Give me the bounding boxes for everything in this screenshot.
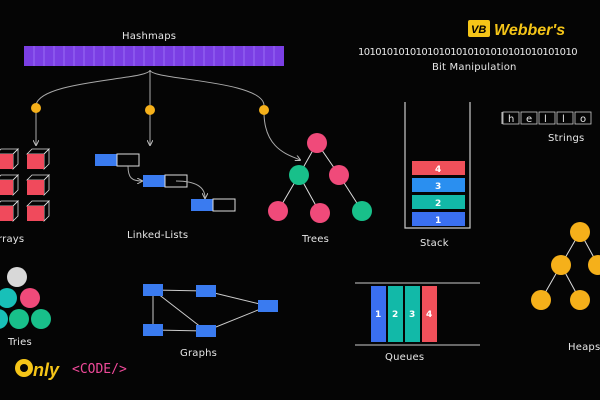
array-cell [26,174,50,196]
tree-node [289,165,309,185]
trees-label: Trees [301,234,329,245]
trie-node [20,288,40,308]
string-char-cell [520,111,538,125]
graph-vertex [258,300,278,312]
queue-item [405,286,420,342]
brand-bottom-prefix: nly [33,360,60,380]
linked-list [95,153,236,212]
ll-node-2-pointer [164,174,188,188]
hashmaps-label: Hashmaps [122,31,176,42]
string-char-cell [502,111,520,125]
trie-node [0,309,8,329]
stack-item [412,195,465,209]
arrays-label: rrays [0,234,24,245]
stack-label: Stack [420,238,449,249]
tree-node [352,201,372,221]
ll-node-3 [191,199,213,211]
heap-node [570,222,590,242]
strings-label: Strings [548,133,584,144]
tree-node [329,165,349,185]
hashmap-bucket-dot [145,105,155,115]
onlycode-logo: nly <CODE/> [15,359,127,380]
trie-node [9,309,29,329]
stack-container [404,102,471,229]
stack-item [412,178,465,192]
queue-item [388,286,403,342]
graph-vertex [196,285,216,297]
string-char: l [544,114,547,125]
graph-vertex [143,284,163,296]
tree-node [310,203,330,223]
graph-vertex [196,325,216,337]
queues-label: Queues [385,352,424,363]
string-char-cell [538,111,556,125]
stack-item [412,161,465,175]
string-char-cell [574,111,592,125]
tree-node [268,201,288,221]
webbers-logo: VB Webber's [468,20,565,39]
hashmap-bucket-dot [259,105,269,115]
ll-node-3-pointer [212,198,236,212]
trie [0,267,51,329]
trie-node [31,309,51,329]
tree [268,133,372,223]
array-cell [0,200,19,222]
string-char: e [526,114,532,125]
bit-manipulation-label: Bit Manipulation [432,62,517,73]
string-char: l [562,114,565,125]
hashmap-bar [24,46,284,66]
logo-initials: VB [471,24,486,36]
ll-node-1 [95,154,117,166]
stack-item-label: 3 [435,182,441,192]
brand-name: Webber's [494,22,565,39]
heap-node [551,255,571,275]
tries-label: Tries [7,337,32,348]
stack-item-label: 4 [435,165,441,175]
array-cell [26,200,50,222]
linked-lists-label: Linked-Lists [127,230,188,241]
queue-item-label: 1 [375,310,381,320]
stack-item [412,212,465,226]
heap-node [570,290,590,310]
array-cell [26,148,50,170]
array-cell [0,174,19,196]
graph-vertex [143,324,163,336]
ll-node-1-pointer [116,153,140,167]
hashmap-bucket-dot [31,103,41,113]
graphs-label: Graphs [180,348,217,359]
stack-item-label: 2 [435,199,441,209]
trie-node [7,267,27,287]
bit-string: 10101010101010101010101010101010101010 [358,47,577,58]
hashmap-connectors [36,69,300,160]
heap-node [531,290,551,310]
graph [143,284,278,337]
queue-item [371,286,386,342]
queue-item-label: 4 [426,310,432,320]
ll-node-2 [143,175,165,187]
queue-item [422,286,437,342]
heaps-label: Heaps [568,342,600,353]
queue: 1 2 3 4 [355,282,480,346]
logo-badge [468,20,490,37]
stack-item-label: 1 [435,216,441,226]
brand-bottom-code: <CODE/> [72,362,127,377]
heap [531,222,600,310]
stack: 4 3 2 1 [404,102,471,229]
string-char: o [580,114,586,125]
arrays-grid [0,148,50,222]
trie-node [0,288,17,308]
queue-item-label: 2 [392,310,398,320]
tree-node [307,133,327,153]
string-char-cell [556,111,574,125]
array-cell [0,148,19,170]
queue-item-label: 3 [409,310,415,320]
heap-node [588,255,600,275]
string-char: h [508,114,514,125]
